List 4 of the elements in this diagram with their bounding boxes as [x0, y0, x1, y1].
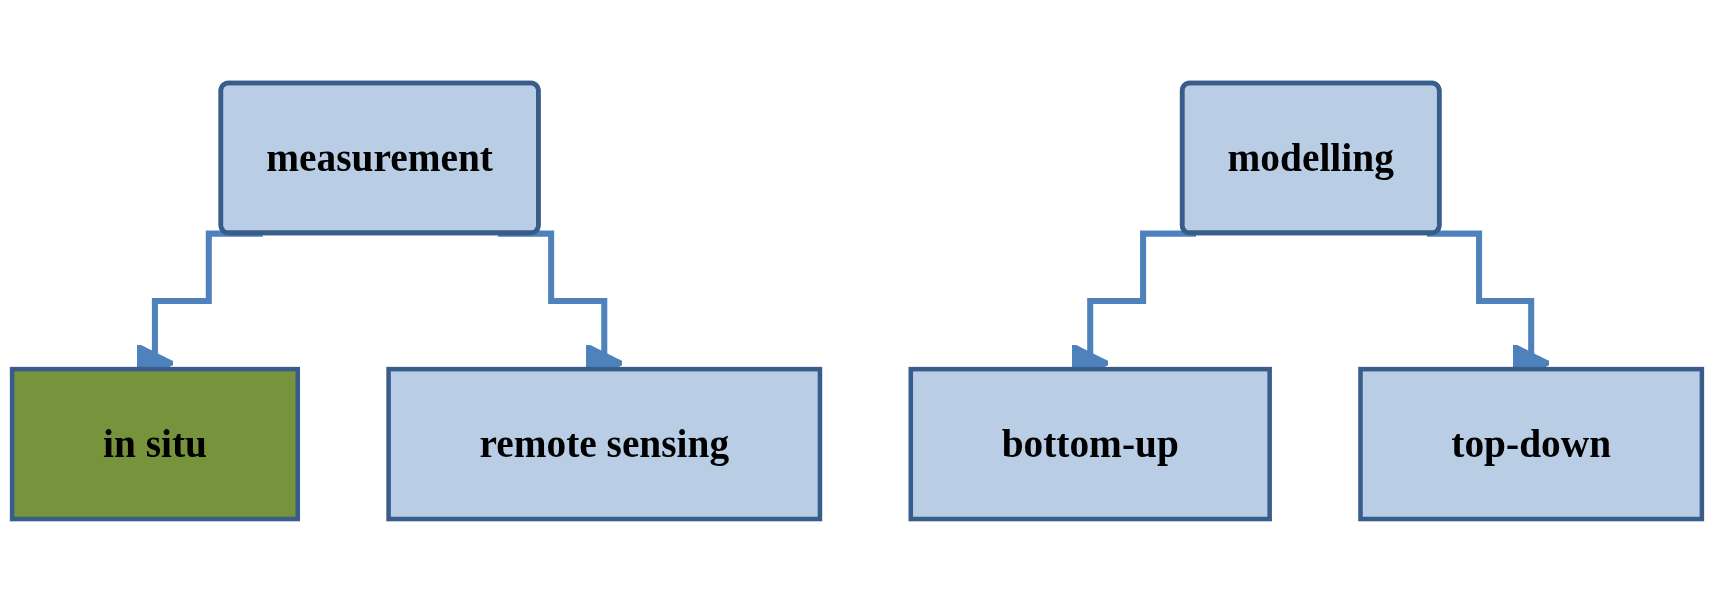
- node-box: remote sensing: [386, 366, 823, 522]
- node-box: bottom-up: [908, 366, 1272, 522]
- node-box: top-down: [1358, 366, 1705, 522]
- node-box: in situ: [9, 366, 300, 522]
